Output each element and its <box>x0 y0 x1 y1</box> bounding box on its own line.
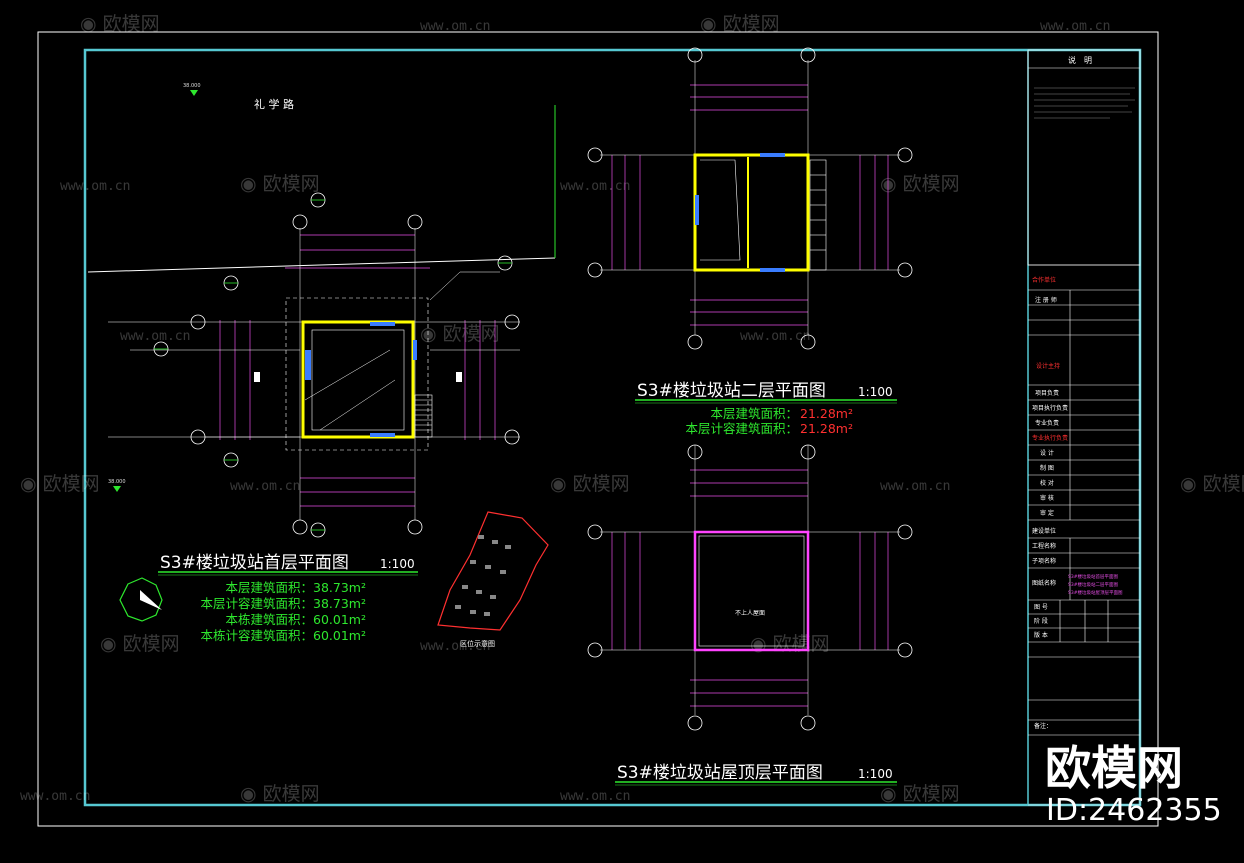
watermark-url: www.om.cn <box>420 639 490 654</box>
roof-scale: 1:100 <box>858 767 893 781</box>
area2-value-2: 21.28m² <box>800 421 853 436</box>
brand-id: ID:2462355 <box>1046 793 1222 828</box>
second-floor-plan: S3#楼垃圾站二层平面图 1:100 本层建筑面积： 21.28m² 本层计容建… <box>587 47 913 436</box>
outer-border <box>37 31 1159 827</box>
tb-row-2: 项目负责 <box>1035 389 1059 397</box>
north-arrow-icon <box>119 577 163 622</box>
tb-row-13: 图纸名称 <box>1032 579 1056 587</box>
title-block-red-rows: 合作单位 设计主持 专业执行负责 <box>1032 276 1068 442</box>
tb-row-17: 备注： <box>1034 722 1052 730</box>
watermark-url: www.om.cn <box>230 479 300 494</box>
tb-row-15: 阶 段 <box>1034 617 1048 625</box>
tb-row-8: 审 核 <box>1040 494 1054 502</box>
watermark-text: ◉ 欧模网 <box>700 13 780 35</box>
watermark-text: ◉ 欧模网 <box>880 783 960 805</box>
second-floor-title: S3#楼垃圾站二层平面图 <box>637 381 826 401</box>
brand-name: 欧模网 <box>1045 741 1183 795</box>
area2-label-2: 本层计容建筑面积： <box>685 421 798 436</box>
second-floor-walls <box>693 153 810 272</box>
tb-red-3: 专业执行负责 <box>1032 434 1068 442</box>
tb-row-14: 图 号 <box>1034 604 1048 611</box>
roof-note: 不上人屋面 <box>735 609 765 617</box>
ground-floor-walls <box>301 320 415 439</box>
location-map <box>437 511 549 631</box>
watermark-layer: ◉ 欧模网 ◉ 欧模网 www.om.cn ◉ 欧模网 ◉ 欧模网 www.om.cn ww… <box>20 13 1244 805</box>
tb-row-7: 校 对 <box>1040 479 1054 487</box>
tb-dwg-3: S3#楼垃圾站屋顶层平面图 <box>1068 589 1123 596</box>
watermark-text: ◉ 欧模网 <box>20 473 100 495</box>
watermark-url: www.om.cn <box>60 179 130 194</box>
title-block-drawing-names: S3#楼垃圾站首层平面图 S3#楼垃圾站二层平面图 S3#楼垃圾站屋顶层平面图 <box>1068 573 1123 596</box>
tb-red-2: 设计主持 <box>1036 362 1060 370</box>
inner-border <box>83 48 1142 807</box>
location-label: 区位示意图 <box>460 639 495 648</box>
area-line-2: 本层计容建筑面积：38.73m² <box>201 596 366 611</box>
second-floor-scale: 1:100 <box>858 385 893 399</box>
watermark-text: ◉ 欧模网 <box>880 173 960 195</box>
area2-label-1: 本层建筑面积： <box>710 406 798 421</box>
area-line-3: 本栋建筑面积：60.01m² <box>226 612 366 627</box>
watermark-url: www.om.cn <box>420 19 490 34</box>
tb-row-3: 项目执行负责 <box>1032 404 1068 412</box>
roof-title: S3#楼垃圾站屋顶层平面图 <box>617 763 823 783</box>
watermark-url: www.om.cn <box>740 329 810 344</box>
title-block-heading: 说 明 <box>1068 55 1092 65</box>
watermark-text: ◉ 欧模网 <box>1180 473 1244 495</box>
watermark-text: ◉ 欧模网 <box>240 783 320 805</box>
roof-outline <box>693 530 810 652</box>
title-block: 说 明 合作单位 设计主持 专业执行负责 注 册 师 项目负责 项目执行负责 专… <box>1027 49 1141 806</box>
watermark-url: www.om.cn <box>1040 19 1110 34</box>
second-floor-area-list: 本层建筑面积： 21.28m² 本层计容建筑面积： 21.28m² <box>685 406 853 436</box>
roof-plan: 不上人屋面 S3#楼垃圾站屋顶层平面图 1:100 <box>587 444 913 786</box>
tb-dwg-1: S3#楼垃圾站首层平面图 <box>1068 573 1118 580</box>
tb-row-12: 子项名称 <box>1032 557 1056 565</box>
watermark-text: ◉ 欧模网 <box>80 13 160 35</box>
watermark-text: ◉ 欧模网 <box>550 473 630 495</box>
watermark-text: ◉ 欧模网 <box>100 633 180 655</box>
road-label: 礼 学 路 <box>254 97 294 111</box>
tb-row-16: 版 本 <box>1034 631 1048 639</box>
ground-floor-area-list: 本层建筑面积：38.73m² 本层计容建筑面积：38.73m² 本栋建筑面积：6… <box>201 580 366 643</box>
watermark-url: www.om.cn <box>880 479 950 494</box>
title-block-rows: 注 册 师 项目负责 项目执行负责 专业负责 设 计 制 图 校 对 审 核 审… <box>1032 296 1068 730</box>
watermark-url: www.om.cn <box>20 789 90 804</box>
tb-row-1: 注 册 师 <box>1035 296 1057 304</box>
area-line-1: 本层建筑面积：38.73m² <box>226 580 366 595</box>
svg-text:38.000: 38.000 <box>183 83 201 89</box>
tb-red-1: 合作单位 <box>1032 276 1056 284</box>
area-line-4: 本栋计容建筑面积：60.01m² <box>201 628 366 643</box>
area2-value-1: 21.28m² <box>800 406 853 421</box>
tb-row-9: 审 定 <box>1040 509 1054 517</box>
watermark-url: www.om.cn <box>560 179 630 194</box>
watermark-text: ◉ 欧模网 <box>420 323 500 345</box>
ground-floor-title: S3#楼垃圾站首层平面图 <box>160 553 349 573</box>
tb-row-4: 专业负责 <box>1035 419 1059 427</box>
tb-row-11: 工程名称 <box>1032 542 1056 550</box>
tb-row-5: 设 计 <box>1040 449 1054 457</box>
ground-floor-plan: 礼 学 路 38.000 38.000 <box>87 83 556 648</box>
watermark-text: ◉ 欧模网 <box>750 633 830 655</box>
watermark-text: ◉ 欧模网 <box>240 173 320 195</box>
tb-row-6: 制 图 <box>1040 464 1054 472</box>
tb-row-10: 建设单位 <box>1032 527 1056 535</box>
ground-floor-scale: 1:100 <box>380 557 415 571</box>
watermark-url: www.om.cn <box>560 789 630 804</box>
tb-dwg-2: S3#楼垃圾站二层平面图 <box>1068 581 1118 588</box>
watermark-url: www.om.cn <box>120 329 190 344</box>
svg-text:38.000: 38.000 <box>108 479 126 485</box>
brand-logo: 欧模网 ID:2462355 <box>1045 741 1222 828</box>
